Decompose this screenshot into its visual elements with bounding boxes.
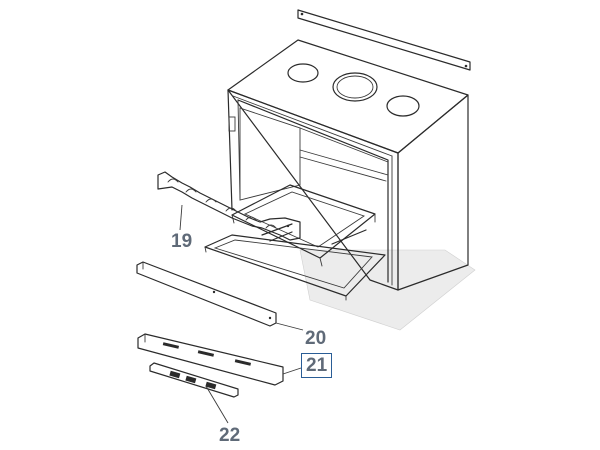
part-21-plate: [137, 333, 302, 386]
oven-tray: [231, 184, 376, 267]
part-22-bar: [149, 362, 239, 424]
callout-21-selected[interactable]: 21: [301, 353, 333, 378]
top-rear-strip: [297, 9, 471, 71]
drip-tray: [204, 234, 386, 301]
callout-22[interactable]: 22: [219, 425, 241, 446]
floor-shadow: [299, 249, 476, 331]
cabinet-body: [227, 39, 469, 291]
part-20-strip: [136, 261, 304, 331]
callout-19[interactable]: 19: [171, 231, 193, 252]
callout-20[interactable]: 20: [305, 328, 327, 349]
part-19-rack-bracket: [157, 171, 301, 241]
